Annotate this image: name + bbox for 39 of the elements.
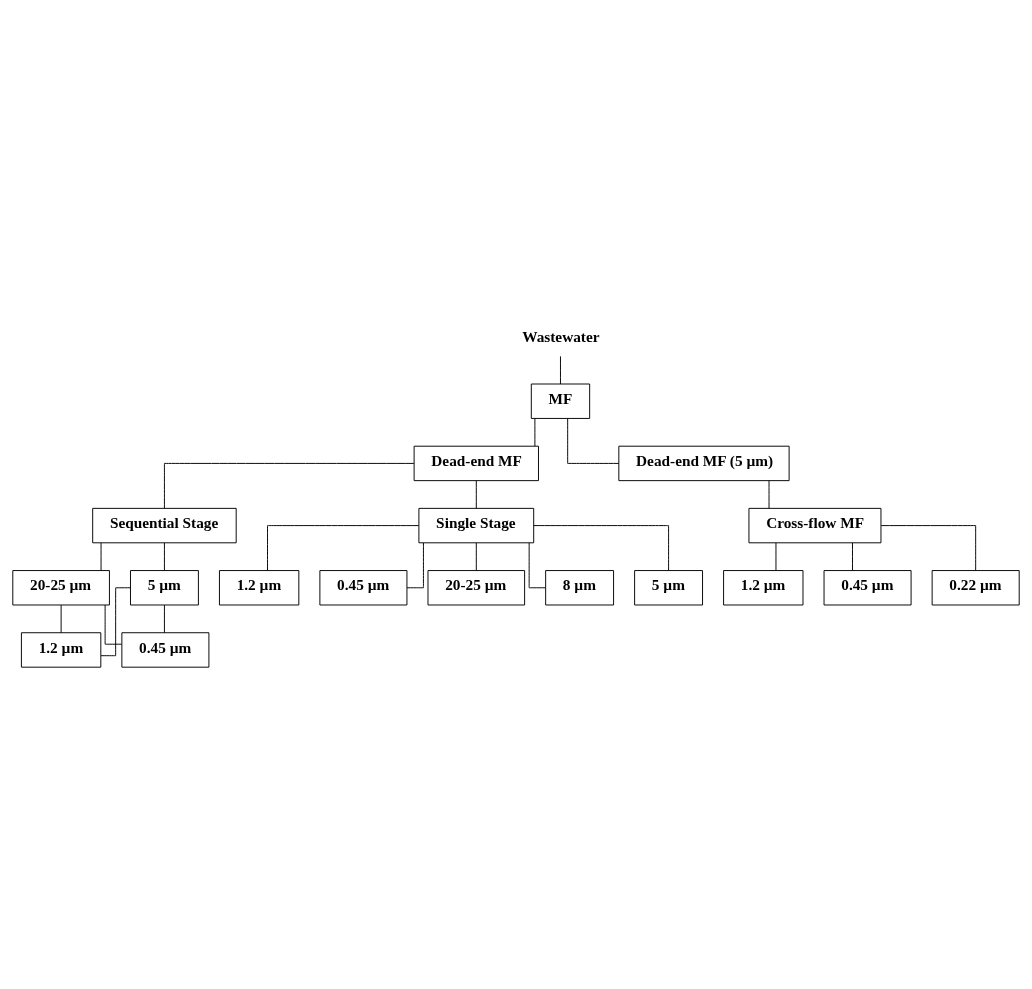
- connector: [560, 355, 561, 385]
- connector: [100, 587, 131, 657]
- connector: [475, 480, 477, 509]
- node-box: 20-25 µm: [427, 570, 526, 606]
- node-box: Single Stage: [418, 507, 535, 544]
- connector: [163, 542, 165, 571]
- node-box: Dead-end MF (5 µm): [618, 445, 790, 482]
- node-box: 5 µm: [130, 570, 199, 606]
- connector: [528, 542, 546, 589]
- node-box: 0.45 µm: [121, 632, 210, 668]
- node-box: 0.45 µm: [319, 570, 408, 606]
- node-box: Dead-end MF: [413, 445, 539, 482]
- connector: [775, 542, 777, 571]
- connector: [163, 462, 415, 509]
- connector: [534, 418, 536, 447]
- node-box: 1.2 µm: [723, 570, 804, 606]
- node-box: 0.22 µm: [931, 570, 1020, 606]
- connector: [567, 418, 620, 464]
- connector: [852, 542, 853, 571]
- node-box: 1.2 µm: [20, 632, 102, 668]
- connector: [163, 604, 165, 634]
- node-box: 20-25 µm: [12, 570, 110, 606]
- connector: [880, 525, 977, 571]
- node-text: Wastewater: [522, 327, 600, 345]
- node-box: 1.2 µm: [218, 570, 300, 606]
- node-box: MF: [530, 383, 591, 419]
- connector: [267, 525, 420, 571]
- connector: [475, 542, 477, 571]
- connector: [533, 525, 670, 571]
- node-box: 0.45 µm: [823, 570, 912, 606]
- node-box: Sequential Stage: [92, 507, 237, 544]
- connector: [768, 480, 770, 509]
- connector: [406, 542, 424, 589]
- connector: [100, 542, 102, 571]
- connector: [104, 604, 123, 645]
- connector: [60, 604, 62, 634]
- node-box: 8 µm: [545, 570, 615, 606]
- node-box: 5 µm: [634, 570, 703, 606]
- node-box: Cross-flow MF: [748, 507, 882, 544]
